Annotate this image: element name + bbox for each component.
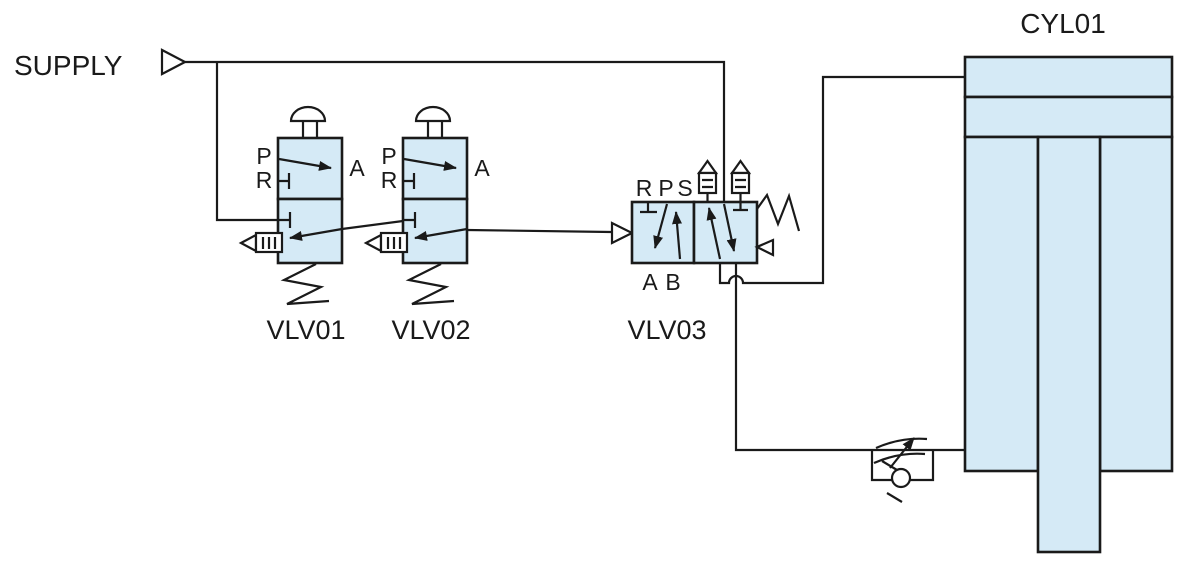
flow-control-valve [870, 437, 935, 503]
vlv01-exhaust-arrow [289, 227, 343, 241]
cylinder-cyl01: CYL01 [963, 8, 1174, 554]
silencer-icon [730, 171, 751, 195]
throttle-adjust-arrow-icon [889, 437, 915, 469]
silencer-cap-icon [696, 159, 719, 175]
silencer-blocked-stem [733, 193, 748, 212]
pipe-vlv02-to-vlv03-pilot [466, 228, 612, 234]
pilot-triangle-right-icon [754, 238, 775, 257]
vlv02-port-p: P [381, 143, 396, 169]
vlv03-flow-arrow-p-a [653, 203, 669, 249]
vlv01-silencer-lines [261, 237, 277, 249]
vlv01-name-label: VLV01 [266, 315, 345, 345]
cylinder-rod [1036, 135, 1102, 554]
check-valve-seat [881, 460, 903, 503]
spring-icon [756, 192, 801, 232]
silencer-cap-icon [729, 159, 752, 175]
vlv03-flow-arrow-a-exhaust [706, 207, 722, 260]
vlv02-blocked-port-supply [404, 212, 417, 228]
vlv01-position-box-top [276, 136, 344, 201]
vlv02-port-a: A [474, 155, 490, 181]
vlv01-blocked-port-r [279, 173, 291, 189]
pipe-supply-to-vlv03 [185, 60, 726, 202]
silencer-lines [702, 178, 713, 189]
cylinder-name-label: CYL01 [1020, 8, 1106, 39]
vlv03-flow-arrow-b-s [672, 211, 682, 260]
valve-vlv01: P R A VLV01 [238, 105, 365, 345]
vlv03-port-b: B [665, 269, 680, 295]
vlv03-port-r: R [636, 175, 653, 201]
cylinder-cap-band [963, 55, 1174, 99]
push-button-icon [414, 105, 452, 123]
vlv02-blocked-port-r [404, 173, 416, 189]
push-button-stem [426, 121, 444, 138]
vlv01-port-a: A [349, 155, 365, 181]
vlv03-port-a: A [642, 269, 658, 295]
vlv02-name-label: VLV02 [391, 315, 470, 345]
vlv01-blocked-port-supply [279, 212, 292, 228]
pipe-vlv01-to-vlv02 [341, 219, 404, 231]
supply-source-icon [160, 48, 188, 76]
supply-label: SUPPLY [14, 50, 123, 81]
pipe-vlv03-to-flow-control [734, 263, 965, 452]
pilot-triangle-left-icon [610, 221, 635, 245]
vlv03-blocked-port-r [640, 203, 657, 214]
vlv02-flow-arrow-p-a [403, 157, 457, 171]
vlv03-name-label: VLV03 [627, 315, 706, 345]
push-button-stem [301, 121, 319, 138]
silencer-icon [697, 171, 718, 195]
spring-icon [280, 263, 330, 306]
vlv03-port-p: P [658, 175, 673, 201]
pipe-supply-branch-to-vlv01 [215, 62, 278, 222]
push-button-icon [289, 105, 327, 123]
supply-source: SUPPLY [14, 48, 726, 222]
vlv01-exhaust-triangle-icon [238, 233, 258, 253]
vlv03-port-s: S [677, 175, 692, 201]
vlv02-port-r: R [381, 167, 398, 193]
cylinder-piston-band [963, 95, 1174, 139]
vlv02-silencer-lines [386, 237, 402, 249]
valve-vlv02: P R A VLV02 [363, 105, 490, 345]
vlv01-port-r: R [256, 167, 273, 193]
cylinder-barrel-right [1098, 135, 1174, 473]
spring-icon [405, 263, 455, 306]
throttle-arc-upper [875, 437, 928, 450]
vlv02-position-box-top [401, 136, 469, 201]
valve-vlv03: R P S A B VLV03 [610, 159, 801, 345]
silencer-lines [735, 178, 746, 189]
check-valve-icon [890, 467, 912, 489]
vlv02-exhaust-triangle-icon [363, 233, 383, 253]
cylinder-barrel-left [963, 135, 1040, 473]
vlv01-port-p: P [256, 143, 271, 169]
vlv03-flow-arrow-p-b [722, 203, 737, 252]
vlv02-exhaust-arrow [414, 227, 468, 241]
vlv01-flow-arrow-p-a [278, 157, 332, 171]
